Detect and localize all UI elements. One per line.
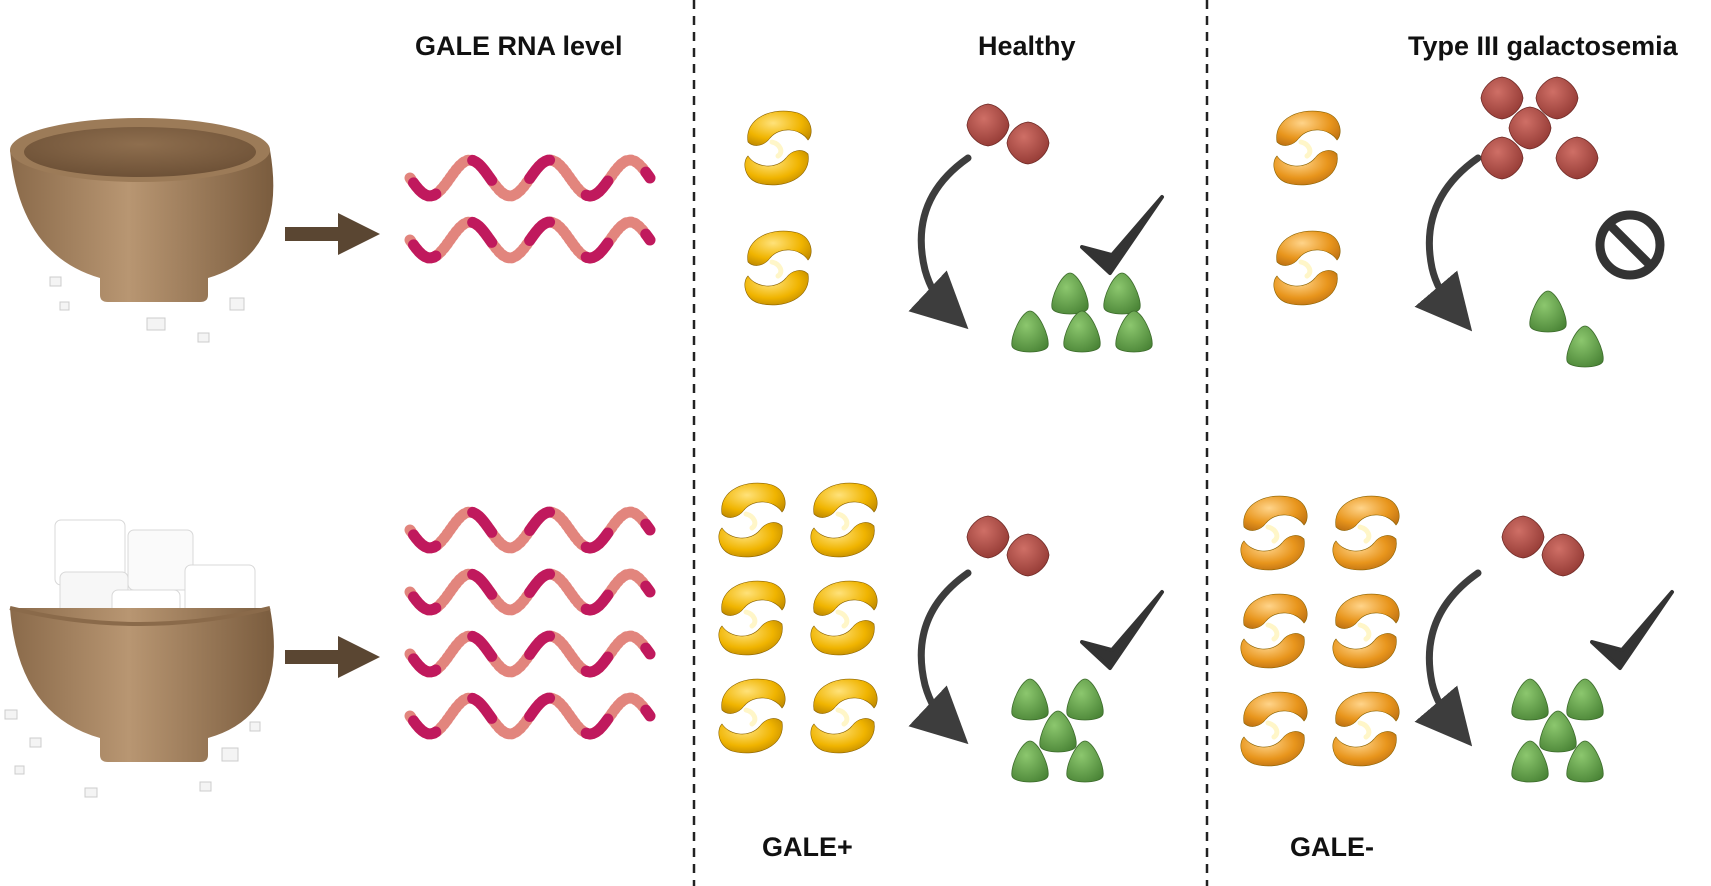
- rna-strand: [404, 154, 656, 202]
- arrow-high-sugar: [285, 636, 380, 678]
- product-molecule: [1011, 310, 1049, 353]
- gale-enzyme: [718, 678, 786, 754]
- rna-strand: [404, 568, 656, 616]
- substrate-molecule: [1535, 76, 1579, 120]
- check-icon: [1080, 590, 1164, 670]
- label-gale-plus: GALE+: [762, 832, 853, 862]
- header-rna-level: GALE RNA level: [415, 31, 623, 61]
- product-molecule: [1011, 678, 1049, 721]
- substrate-molecule: [1501, 515, 1545, 559]
- gale-enzyme: [1332, 593, 1400, 669]
- gale-enzyme: [1273, 230, 1341, 306]
- rna-strand: [404, 506, 656, 554]
- label-gale-minus: GALE-: [1290, 832, 1374, 862]
- gale-enzyme: [1240, 593, 1308, 669]
- header-disease: Type III galactosemia: [1408, 31, 1679, 61]
- substrate-molecule: [1006, 121, 1050, 165]
- gale-enzyme: [1332, 495, 1400, 571]
- arrow-low-sugar: [285, 213, 380, 255]
- product-molecule: [1511, 740, 1549, 783]
- substrate-molecule: [966, 515, 1010, 559]
- substrate-molecule: [1006, 533, 1050, 577]
- rna-strand: [404, 692, 656, 740]
- product-molecule: [1051, 272, 1089, 315]
- product-molecule: [1566, 678, 1604, 721]
- substrate-molecule: [1480, 76, 1524, 120]
- product-molecule: [1011, 740, 1049, 783]
- substrate-molecule: [1555, 136, 1599, 180]
- product-molecule: [1529, 290, 1567, 333]
- gale-enzyme: [810, 580, 878, 656]
- substrate-molecule: [1480, 136, 1524, 180]
- product-molecule: [1066, 678, 1104, 721]
- substrate-molecule: [1508, 106, 1552, 150]
- product-molecule: [1063, 310, 1101, 353]
- gale-enzyme: [810, 678, 878, 754]
- product-molecule: [1115, 310, 1153, 353]
- gale-enzyme: [810, 482, 878, 558]
- blocked-icon: [1595, 210, 1665, 280]
- gale-enzyme: [1332, 691, 1400, 767]
- reaction-arrow: [1414, 154, 1482, 332]
- gale-enzyme: [744, 110, 812, 186]
- product-molecule: [1103, 272, 1141, 315]
- substrate-molecule: [966, 103, 1010, 147]
- product-molecule: [1511, 678, 1549, 721]
- gale-enzyme: [1240, 691, 1308, 767]
- gale-enzyme: [718, 580, 786, 656]
- check-icon: [1590, 590, 1674, 670]
- gale-enzyme: [1240, 495, 1308, 571]
- rna-strand: [404, 216, 656, 264]
- product-molecule: [1566, 325, 1604, 368]
- gale-enzyme: [718, 482, 786, 558]
- product-molecule: [1039, 710, 1077, 753]
- header-healthy: Healthy: [978, 31, 1076, 61]
- reaction-arrow: [1414, 569, 1482, 747]
- reaction-arrow: [908, 569, 972, 745]
- check-icon: [1080, 195, 1164, 275]
- bowl-empty: [10, 118, 274, 343]
- reaction-arrow: [908, 154, 972, 330]
- gale-enzyme: [1273, 110, 1341, 186]
- substrate-molecule: [1541, 533, 1585, 577]
- product-molecule: [1566, 740, 1604, 783]
- product-molecule: [1066, 740, 1104, 783]
- gale-enzyme: [744, 230, 812, 306]
- bowl-sugar: [4, 519, 274, 798]
- rna-strand: [404, 630, 656, 678]
- product-molecule: [1539, 710, 1577, 753]
